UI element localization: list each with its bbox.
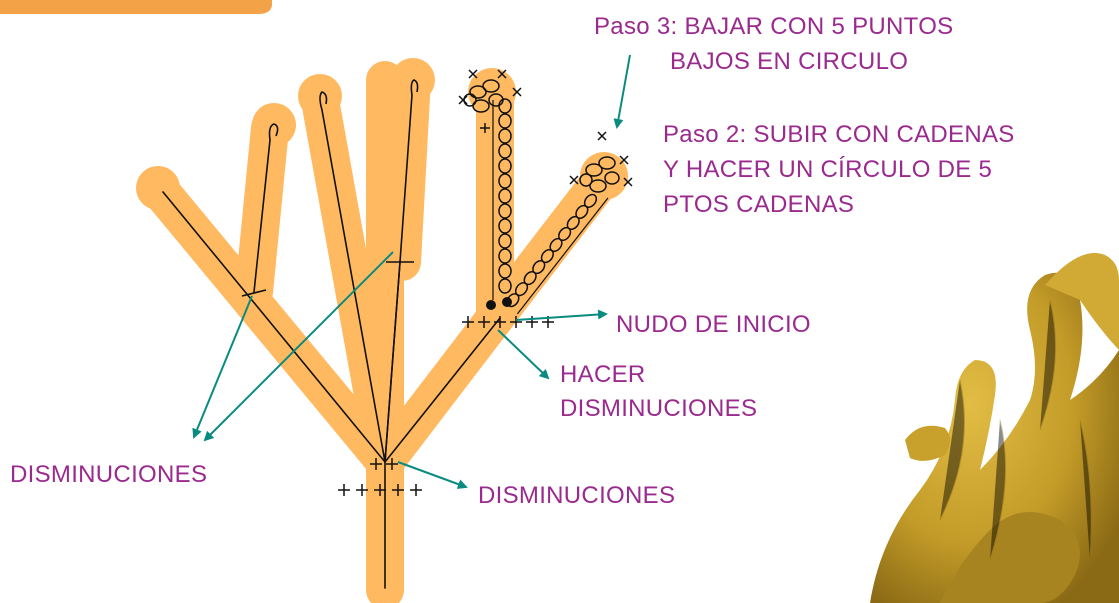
chain-stitch-icon (506, 156, 620, 315)
step3-label-line2: BAJOS EN CIRCULO (670, 48, 908, 75)
decrease-marks (241, 261, 414, 297)
decreases-bottom-label: DISMINUCIONES (478, 482, 675, 509)
step2-label-line2: Y HACER UN CÍRCULO DE 5 (663, 156, 992, 183)
annotation-arrows (192, 54, 631, 489)
step2-label-line1: Paso 2: SUBIR CON CADENAS (663, 121, 1015, 148)
dot-stitch-icon (486, 297, 512, 310)
branch-tips (136, 58, 628, 210)
arrow-decreases-left-a (192, 295, 253, 439)
labels: Paso 3: BAJAR CON 5 PUNTOS BAJOS EN CIRC… (10, 13, 1015, 509)
corner-tab (0, 0, 272, 14)
arrow-start-knot (515, 309, 608, 321)
arrow-decreases-bottom (397, 461, 468, 489)
step2-label-line3: PTOS CADENAS (663, 191, 854, 218)
step3-label-line1: Paso 3: BAJAR CON 5 PUNTOS (594, 13, 953, 40)
make-decreases-label-line2: DISMINUCIONES (560, 395, 757, 422)
coral-branches (139, 59, 624, 603)
arrow-step3 (613, 54, 631, 129)
chain-stitch-icon (463, 79, 512, 300)
decreases-left-label: DISMINUCIONES (10, 461, 207, 488)
arrow-make-decreases (497, 329, 550, 380)
plus-stitch-icon (338, 69, 633, 496)
crochet-coral-photo (870, 253, 1119, 603)
make-decreases-label-line1: HACER (560, 361, 646, 388)
arrow-decreases-left-b (203, 251, 394, 442)
loop-ends (268, 79, 419, 141)
start-knot-label: NUDO DE INICIO (616, 311, 811, 338)
